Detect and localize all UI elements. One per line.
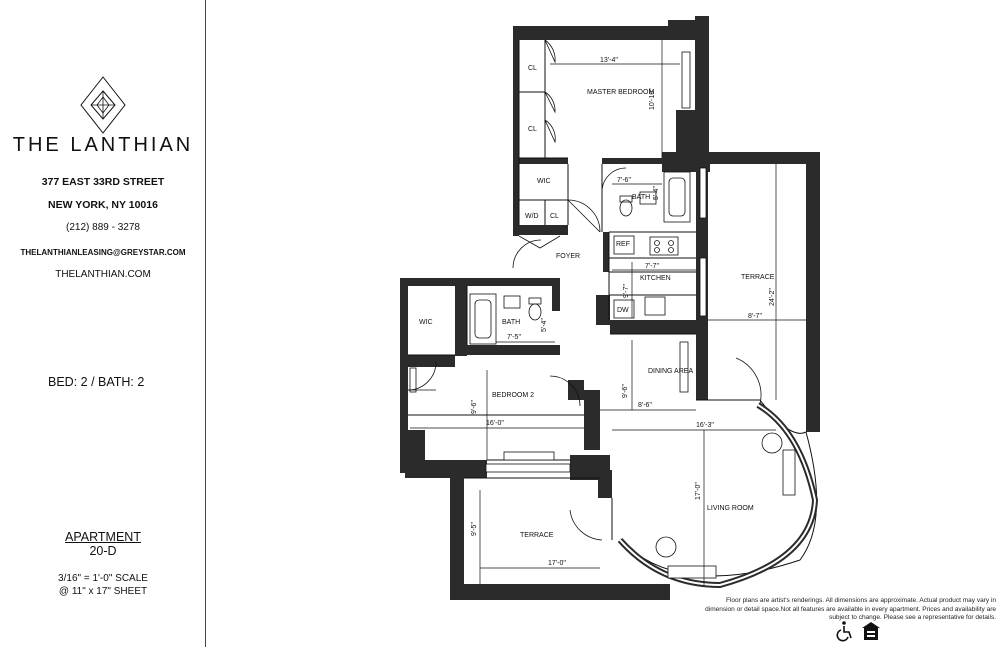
label-bath-1: BATH [632, 194, 650, 201]
address-line-1: 377 EAST 33RD STREET [41, 176, 165, 188]
dim-bath-2-h: 5'-4" [541, 318, 548, 332]
apartment-label: APARTMENT [65, 530, 141, 544]
label-dw: DW [617, 307, 629, 314]
label-terrace-2: TERRACE [520, 532, 554, 539]
dim-terrace-1-w: 8'-7" [748, 313, 762, 320]
phone-number[interactable]: (212) 889 - 3278 [66, 222, 140, 233]
email-address[interactable]: THELANTHIANLEASING@GREYSTAR.COM [20, 248, 186, 257]
dim-bath-1-w: 7'-6" [617, 177, 631, 184]
label-closet-1: CL [528, 65, 537, 72]
dim-dining-h: 9'-6" [622, 384, 629, 398]
walls [400, 16, 820, 600]
door-swings [407, 39, 762, 541]
label-terrace-1: TERRACE [741, 274, 775, 281]
dim-living-w: 16'-3" [696, 422, 714, 429]
label-kitchen: KITCHEN [640, 275, 671, 282]
label-bedroom-2: BEDROOM 2 [492, 392, 534, 399]
fixtures [469, 171, 783, 558]
label-wd: W/D [525, 213, 539, 220]
dim-bedroom-2-w: 16'-0" [486, 420, 504, 427]
compliance-icons [836, 621, 880, 642]
dim-bedroom-2-h: 9'-6" [471, 400, 478, 414]
sidebar: THE LANTHIAN 377 EAST 33RD STREET NEW YO… [0, 0, 206, 647]
scale-line-1: 3/16" = 1'-0" SCALE [58, 573, 148, 584]
dim-dining-w: 8'-6" [638, 402, 652, 409]
label-dining-area: DINING AREA [648, 368, 693, 375]
floor-plan: MASTER BEDROOM 13'-4" 10'-10" CL CL CL W… [400, 16, 820, 600]
dim-bath-1-h: 5'-4" [653, 186, 660, 200]
bed-bath-count: BED: 2 / BATH: 2 [48, 375, 145, 389]
label-ref: REF [616, 241, 630, 248]
diamond-logo-icon [80, 76, 126, 134]
equal-housing-icon [862, 622, 880, 640]
label-closet-3: CL [550, 213, 559, 220]
dim-kitchen-w: 7'-7" [645, 263, 659, 270]
label-wic-1: WIC [537, 178, 551, 185]
apartment-number: 20-D [89, 544, 117, 558]
label-master-bedroom: MASTER BEDROOM [587, 89, 654, 96]
dim-terrace-1-h: 24'-2" [769, 288, 776, 306]
wheelchair-accessibility-icon [836, 621, 852, 642]
dim-terrace-2-w: 17'-0" [548, 560, 566, 567]
dimension-lines [410, 40, 806, 585]
disclaimer-text: Floor plans are artist's renderings. All… [705, 597, 996, 621]
dim-kitchen-h: 9'-7" [623, 284, 630, 298]
dim-master-bedroom-w: 13'-4" [600, 57, 618, 64]
outline-lines [408, 40, 818, 577]
label-closet-2: CL [528, 126, 537, 133]
label-foyer: FOYER [556, 253, 580, 260]
dim-master-bedroom-h: 10'-10" [649, 88, 656, 110]
dim-terrace-2-h: 9'-5" [471, 522, 478, 536]
label-wic-2: WIC [419, 319, 433, 326]
website-link[interactable]: THELANTHIAN.COM [55, 269, 151, 280]
label-bath-2: BATH [502, 319, 520, 326]
label-living-room: LIVING ROOM [707, 505, 754, 512]
building-name: THE LANTHIAN [12, 134, 194, 156]
scale-line-2: @ 11" x 17" SHEET [58, 586, 148, 597]
address-line-2: NEW YORK, NY 10016 [48, 199, 158, 211]
dim-living-h: 17'-0" [695, 482, 702, 500]
dim-bath-2-w: 7'-5" [507, 334, 521, 341]
